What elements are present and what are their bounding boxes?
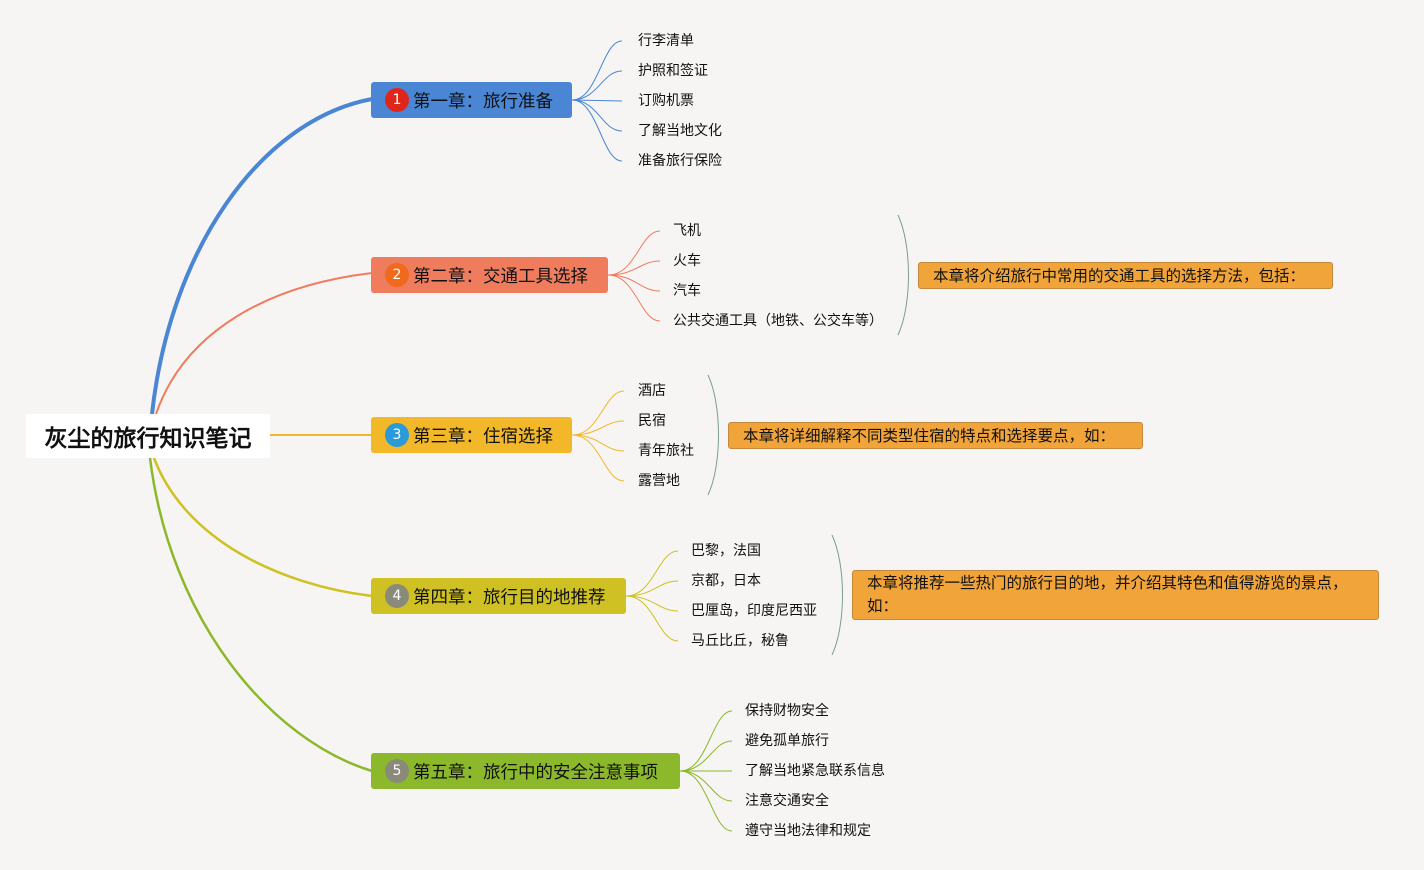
chapter-5-node[interactable]: 5 第五章：旅行中的安全注意事项 bbox=[371, 753, 680, 789]
chapter-4-node[interactable]: 4 第四章：旅行目的地推荐 bbox=[371, 578, 626, 614]
ch1-topic-2[interactable]: 护照和签证 bbox=[638, 63, 708, 79]
ch5-branches bbox=[679, 710, 733, 832]
connector-root-ch5 bbox=[148, 457, 373, 773]
chapter-4-title: 第四章：旅行目的地推荐 bbox=[413, 587, 606, 608]
priority-3-icon: 3 bbox=[385, 423, 409, 447]
ch4-branches bbox=[625, 550, 679, 642]
ch5-topic-1[interactable]: 保持财物安全 bbox=[745, 703, 829, 719]
ch5-topic-2[interactable]: 避免孤单旅行 bbox=[745, 733, 829, 749]
root-topic[interactable]: 灰尘的旅行知识笔记 bbox=[26, 414, 270, 458]
ch3-branches bbox=[571, 390, 625, 482]
ch1-topic-5[interactable]: 准备旅行保险 bbox=[638, 153, 722, 169]
ch4-topic-1[interactable]: 巴黎，法国 bbox=[691, 543, 761, 559]
ch5-topic-4[interactable]: 注意交通安全 bbox=[745, 793, 829, 809]
ch2-topic-3[interactable]: 汽车 bbox=[673, 283, 701, 299]
ch5-topic-5[interactable]: 遵守当地法律和规定 bbox=[745, 823, 871, 839]
chapter-3-node[interactable]: 3 第三章：住宿选择 bbox=[371, 417, 572, 453]
ch2-topic-4[interactable]: 公共交通工具（地铁、公交车等） bbox=[673, 313, 883, 329]
ch5-topic-3[interactable]: 了解当地紧急联系信息 bbox=[745, 763, 885, 779]
ch3-topic-2[interactable]: 民宿 bbox=[638, 413, 666, 429]
ch3-topic-4[interactable]: 露营地 bbox=[638, 473, 680, 489]
priority-5-icon: 5 bbox=[385, 759, 409, 783]
ch4-topic-4[interactable]: 马丘比丘，秘鲁 bbox=[691, 633, 789, 649]
ch3-topic-1[interactable]: 酒店 bbox=[638, 383, 666, 399]
ch1-topic-4[interactable]: 了解当地文化 bbox=[638, 123, 722, 139]
ch2-summary-bracket bbox=[897, 214, 909, 336]
ch3-summary-note[interactable]: 本章将详细解释不同类型住宿的特点和选择要点，如： bbox=[728, 422, 1143, 449]
chapter-2-node[interactable]: 2 第二章：交通工具选择 bbox=[371, 257, 608, 293]
priority-2-icon: 2 bbox=[385, 263, 409, 287]
ch4-topic-2[interactable]: 京都，日本 bbox=[691, 573, 761, 589]
connector-root-ch2 bbox=[155, 272, 373, 415]
chapter-1-node[interactable]: 1 第一章：旅行准备 bbox=[371, 82, 572, 118]
chapter-2-title: 第二章：交通工具选择 bbox=[413, 266, 588, 287]
ch3-topic-3[interactable]: 青年旅社 bbox=[638, 443, 694, 459]
priority-1-icon: 1 bbox=[385, 88, 409, 112]
connector-root-ch4 bbox=[152, 457, 373, 598]
ch2-branches bbox=[607, 230, 661, 322]
ch2-summary-note[interactable]: 本章将介绍旅行中常用的交通工具的选择方法，包括： bbox=[918, 262, 1333, 289]
chapter-3-title: 第三章：住宿选择 bbox=[413, 426, 553, 447]
ch1-branches bbox=[571, 40, 623, 162]
ch4-topic-3[interactable]: 巴厘岛，印度尼西亚 bbox=[691, 603, 817, 619]
ch1-topic-1[interactable]: 行李清单 bbox=[638, 33, 694, 49]
ch4-summary-bracket bbox=[831, 534, 843, 656]
ch1-topic-3[interactable]: 订购机票 bbox=[638, 93, 694, 109]
ch2-topic-1[interactable]: 飞机 bbox=[673, 223, 701, 239]
priority-4-icon: 4 bbox=[385, 584, 409, 608]
ch3-summary-bracket bbox=[707, 374, 719, 496]
ch2-topic-2[interactable]: 火车 bbox=[673, 253, 701, 269]
connector-root-ch1 bbox=[150, 97, 373, 415]
chapter-1-title: 第一章：旅行准备 bbox=[413, 91, 553, 112]
chapter-5-title: 第五章：旅行中的安全注意事项 bbox=[413, 762, 658, 783]
ch4-summary-note[interactable]: 本章将推荐一些热门的旅行目的地，并介绍其特色和值得游览的景点，如： bbox=[852, 570, 1379, 620]
